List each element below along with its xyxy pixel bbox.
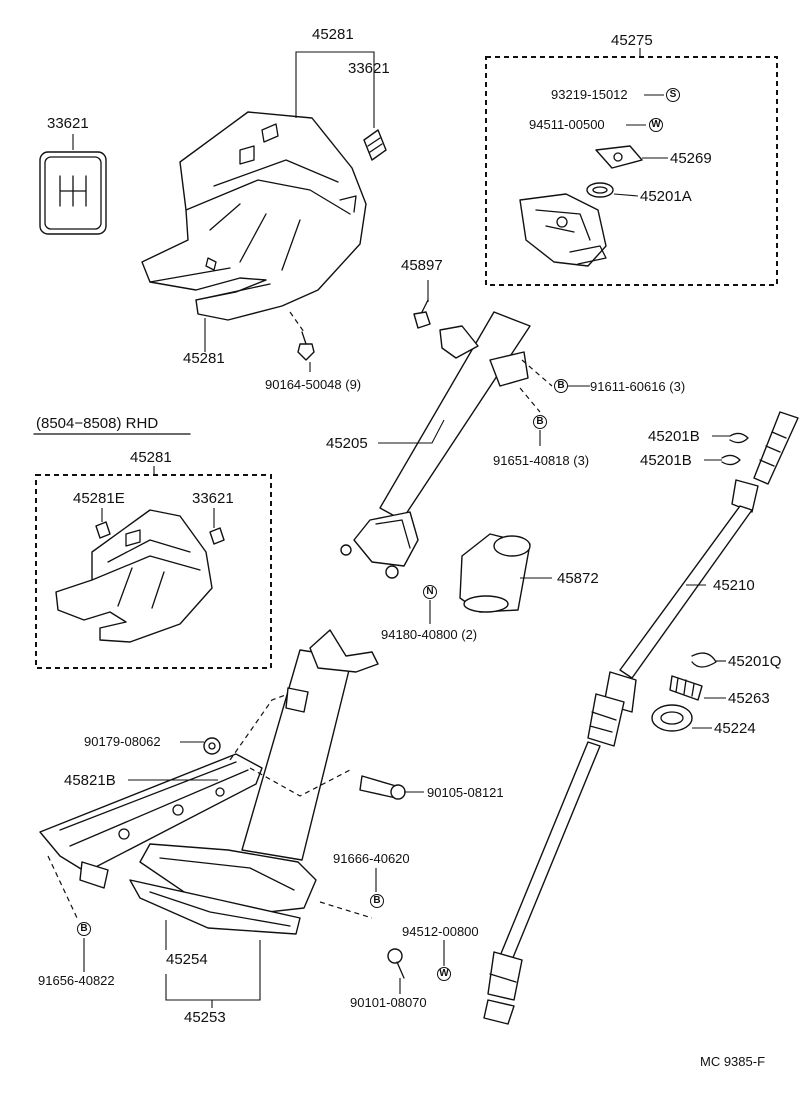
label-45254: 45254 xyxy=(166,951,208,968)
label-45269: 45269 xyxy=(670,150,712,167)
marker-b-4: B xyxy=(77,922,91,936)
marker-n: N xyxy=(423,585,437,599)
marker-w-2: W xyxy=(437,967,451,981)
label-33621-top: 33621 xyxy=(348,60,390,77)
label-45275: 45275 xyxy=(611,32,653,49)
label-45224: 45224 xyxy=(714,720,756,737)
label-94512: 94512-00800 xyxy=(402,924,479,939)
label-91666: 91666-40620 xyxy=(333,851,410,866)
marker-s: S xyxy=(666,88,680,102)
label-91611: 91611-60616 (3) xyxy=(590,379,686,394)
label-45281E: 45281E xyxy=(73,490,125,507)
sleeve-45872 xyxy=(459,533,531,613)
marker-w-1: W xyxy=(649,118,663,132)
label-90101: 90101-08070 xyxy=(350,995,427,1010)
clips-45201B xyxy=(721,432,749,466)
shift-boot-33621 xyxy=(39,151,107,235)
label-45821B: 45821B xyxy=(64,772,116,789)
plate-33621 xyxy=(363,129,387,161)
bolt-90105 xyxy=(359,775,406,800)
bushing-45263 xyxy=(669,675,703,701)
label-45201B-2: 45201B xyxy=(640,452,692,469)
rhd-note: (8504−8508) RHD xyxy=(36,415,159,432)
label-94511: 94511-00500 xyxy=(529,117,605,132)
label-45281-top: 45281 xyxy=(312,26,354,43)
screw-90164 xyxy=(297,331,315,361)
label-91656: 91656-40822 xyxy=(38,973,115,988)
ring-45201A xyxy=(586,182,614,198)
bracket-45821B xyxy=(39,753,263,889)
label-45205: 45205 xyxy=(326,435,368,452)
label-33621-left: 33621 xyxy=(47,115,89,132)
marker-b-3: B xyxy=(370,894,384,908)
label-90179: 90179-08062 xyxy=(84,734,161,749)
marker-b-1: B xyxy=(554,379,568,393)
label-93219: 93219-15012 xyxy=(551,87,628,102)
clip-45201Q xyxy=(691,652,717,668)
lock-housing xyxy=(519,193,607,267)
rhd-column-cover xyxy=(55,509,213,643)
label-45281-bottom: 45281 xyxy=(183,350,225,367)
label-45201A: 45201A xyxy=(640,188,692,205)
lower-column-45253 xyxy=(129,629,379,935)
label-94180: 94180-40800 (2) xyxy=(381,627,478,642)
label-45897: 45897 xyxy=(401,257,443,274)
label-45263: 45263 xyxy=(728,690,770,707)
kit-box-45275 xyxy=(485,56,778,286)
diagram-code: MC 9385-F xyxy=(700,1054,766,1069)
column-cover-45281 xyxy=(141,111,367,321)
label-45872: 45872 xyxy=(557,570,599,587)
bolt-90101 xyxy=(387,948,405,979)
main-shaft-45210 xyxy=(483,411,799,1025)
label-45281-rhd: 45281 xyxy=(130,449,172,466)
label-45210: 45210 xyxy=(713,577,755,594)
label-33621-rhd: 33621 xyxy=(192,490,234,507)
nut-90179 xyxy=(203,737,221,755)
label-91651: 91651-40818 (3) xyxy=(493,453,590,468)
label-45253: 45253 xyxy=(184,1009,226,1026)
marker-b-2: B xyxy=(533,415,547,429)
label-90105: 90105-08121 xyxy=(427,785,504,800)
lock-plate-45269 xyxy=(595,145,643,169)
label-45201Q: 45201Q xyxy=(728,653,782,670)
bearing-45224 xyxy=(651,704,693,732)
label-90164: 90164-50048 (9) xyxy=(265,377,362,392)
label-45201B-1: 45201B xyxy=(648,428,700,445)
bolt-45897 xyxy=(413,299,431,329)
